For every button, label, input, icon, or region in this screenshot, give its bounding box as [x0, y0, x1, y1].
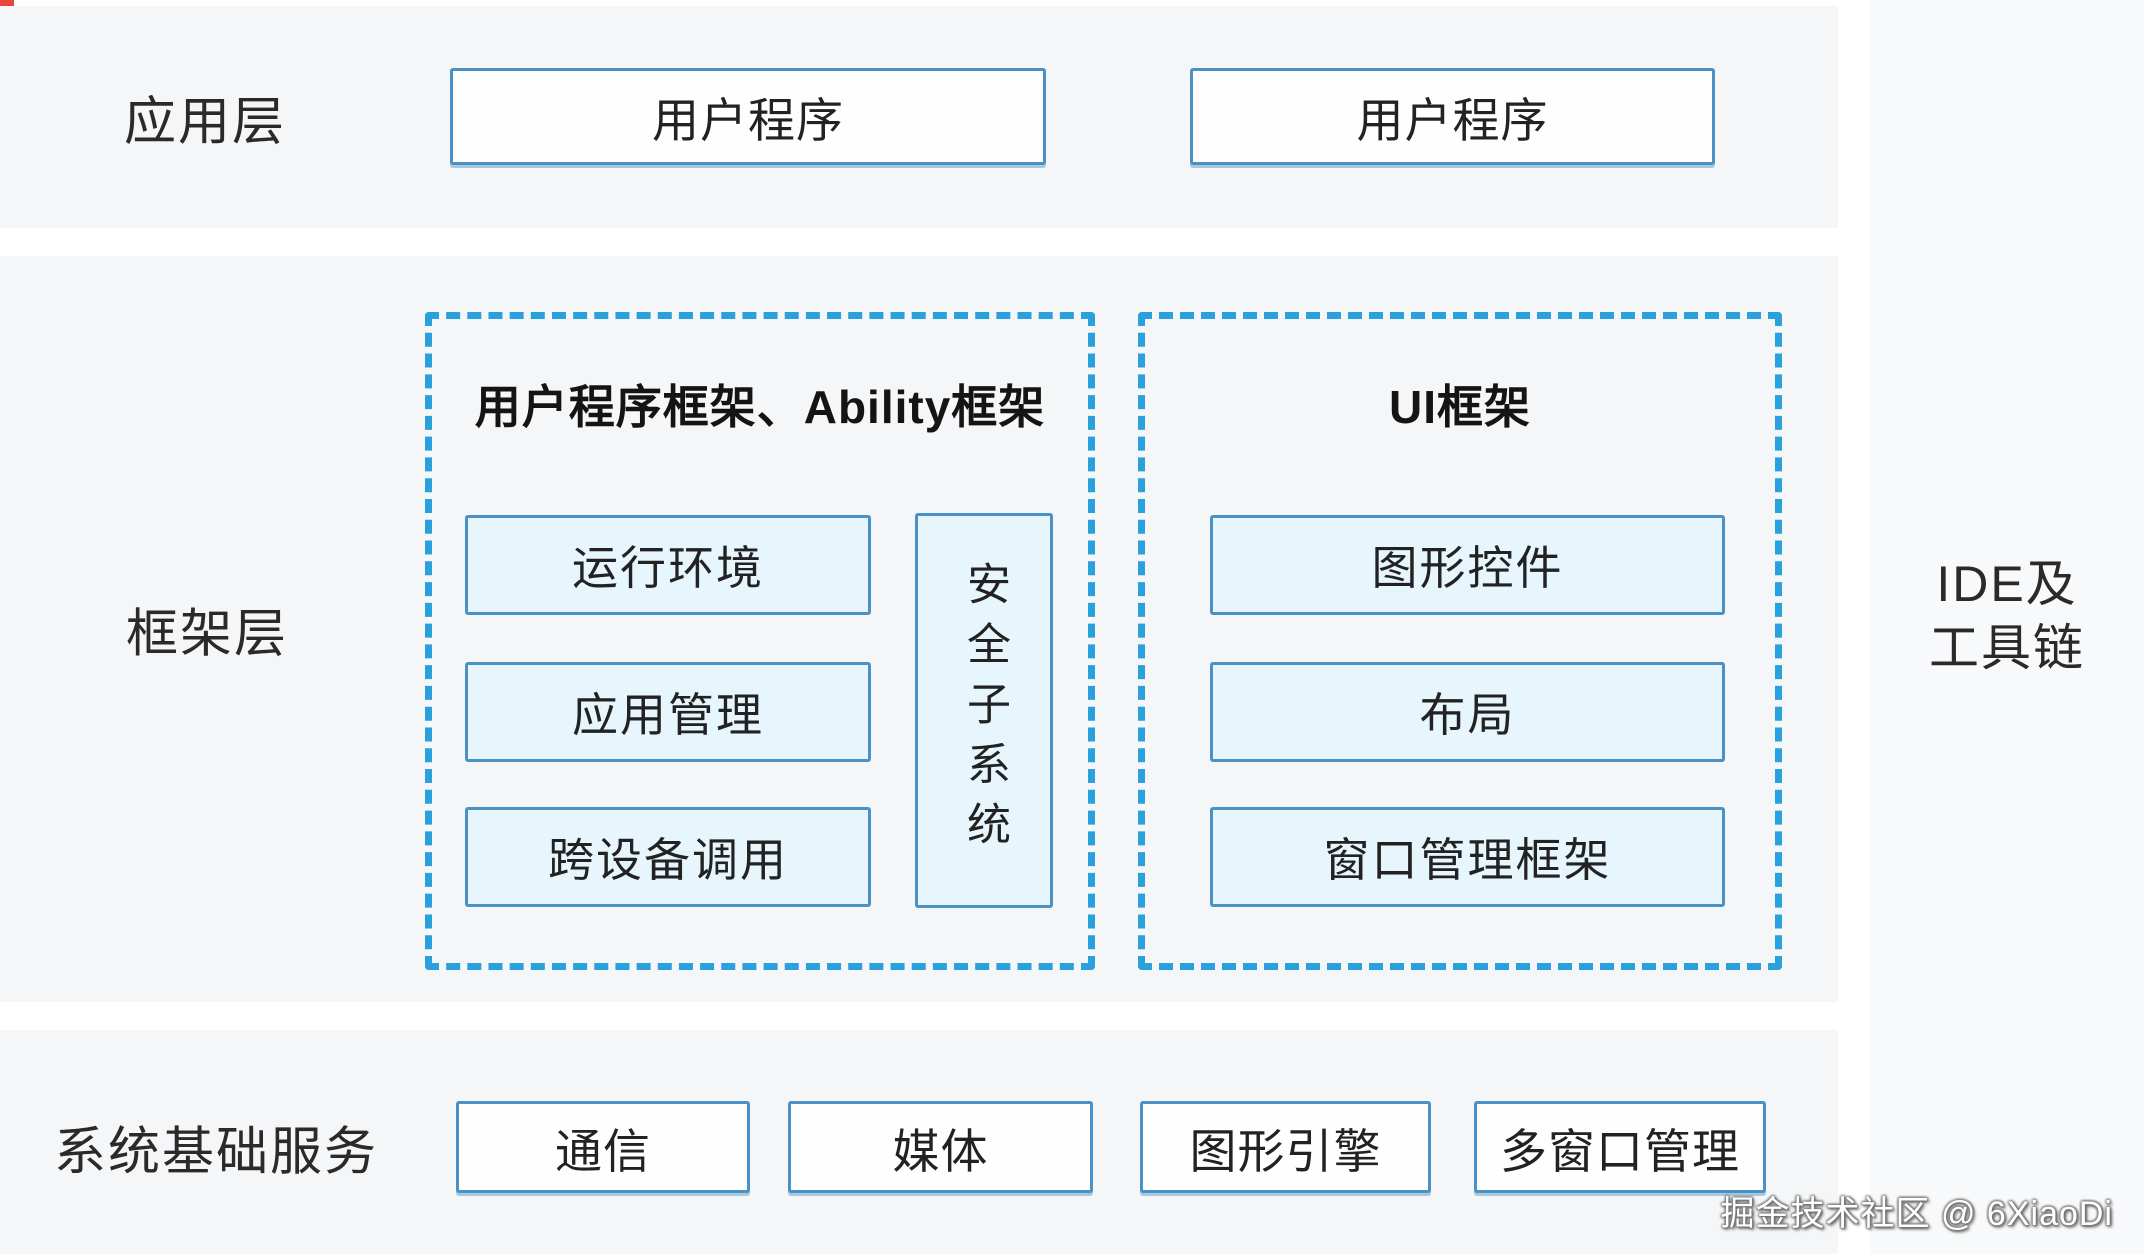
ide-toolchain-label-line2: 工具链 — [1929, 620, 2085, 676]
window-management-framework-box: 窗口管理框架 — [1210, 807, 1725, 907]
ability-framework-group: 用户程序框架、Ability框架 运行环境 应用管理 跨设备调用 安全子系统 — [425, 312, 1095, 970]
ide-toolchain-label-line1: IDE及 — [1936, 556, 2078, 612]
framework-layer-label: 框架层 — [125, 605, 289, 664]
corner-artifact — [0, 0, 14, 8]
media-box: 媒体 — [788, 1101, 1093, 1193]
ide-toolchain-column — [1870, 0, 2144, 1254]
services-layer-label: 系统基础服务 — [53, 1123, 379, 1182]
cross-device-invocation-box: 跨设备调用 — [465, 807, 871, 907]
runtime-environment-box: 运行环境 — [465, 515, 871, 615]
multi-window-management-box: 多窗口管理 — [1474, 1101, 1766, 1193]
user-program-box-2: 用户程序 — [1190, 68, 1715, 165]
ability-framework-group-title: 用户程序框架、Ability框架 — [474, 381, 1046, 433]
ui-framework-group: UI框架 图形控件 布局 窗口管理框架 — [1138, 312, 1782, 970]
communication-box: 通信 — [456, 1101, 750, 1193]
graphics-engine-box: 图形引擎 — [1140, 1101, 1431, 1193]
user-program-box-1: 用户程序 — [450, 68, 1046, 165]
watermark: 掘金技术社区 @ 6XiaoDi — [1720, 1195, 2113, 1233]
security-subsystem-box: 安全子系统 — [915, 513, 1053, 908]
app-management-box: 应用管理 — [465, 662, 871, 762]
layout-box: 布局 — [1210, 662, 1725, 762]
ide-toolchain-label: IDE及 工具链 — [1870, 552, 2144, 680]
graphic-controls-box: 图形控件 — [1210, 515, 1725, 615]
application-layer-label: 应用层 — [123, 93, 287, 152]
ui-framework-group-title: UI框架 — [1389, 381, 1531, 433]
